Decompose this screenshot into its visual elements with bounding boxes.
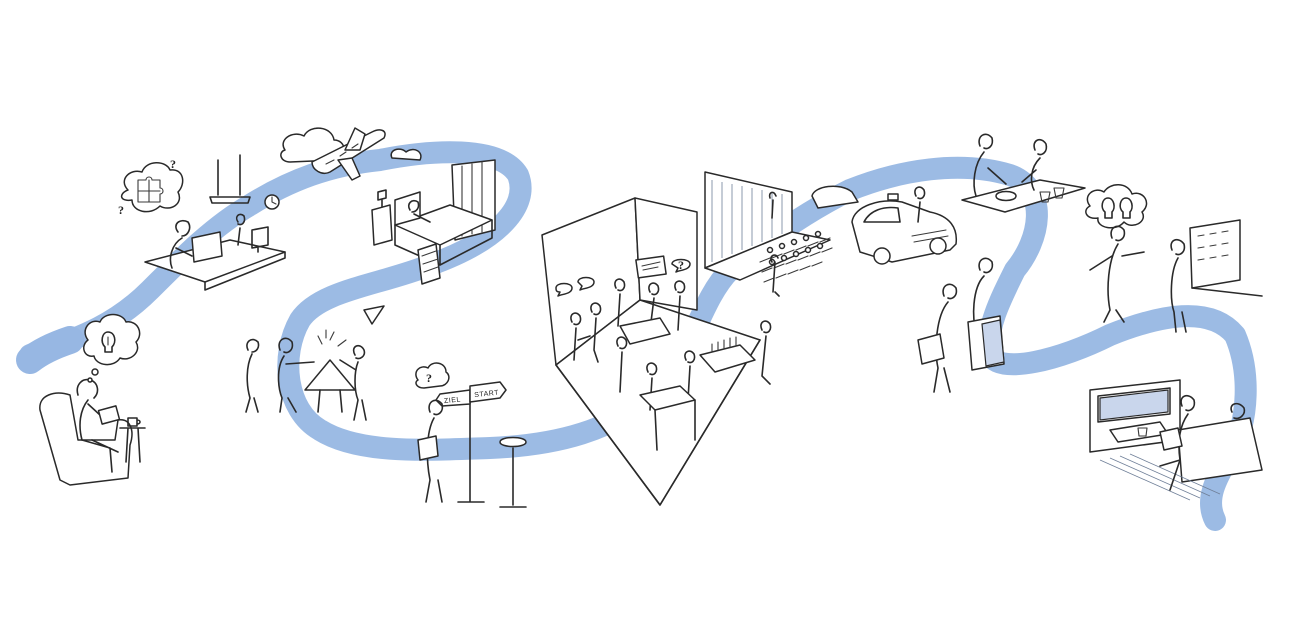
speaker: [768, 191, 777, 219]
office-worker: [169, 219, 193, 269]
ceiling-lamp: [209, 154, 251, 204]
thought-cloud-ideas-pair: [1085, 184, 1148, 229]
held-map: [417, 435, 439, 461]
coffee-cup: [127, 417, 141, 427]
computer-monitor: [191, 231, 223, 263]
venue-drinks-table: [699, 344, 756, 373]
taxi-windows: [863, 206, 901, 223]
man-gesturing: [1089, 225, 1145, 323]
lightbulb-icon: [101, 331, 116, 353]
suitcase: [417, 243, 441, 285]
taxi-roof-sign: [887, 193, 899, 201]
speech-bubble-3: [671, 258, 691, 273]
train-seat: [1177, 417, 1263, 483]
signpost-pole: [457, 394, 485, 503]
train-cup: [1137, 427, 1148, 437]
venue-back-wall: [634, 197, 698, 311]
scene-shopping: [917, 257, 1005, 393]
bag-tint: [981, 319, 1005, 367]
airplane-icon: [311, 127, 386, 181]
signpost-right-label: START: [474, 390, 500, 400]
side-table: [119, 427, 146, 463]
train-window-glass: [1099, 389, 1169, 421]
small-table: [304, 359, 356, 391]
signpost-left-arrow: [435, 389, 471, 407]
audience-rows: [759, 230, 833, 283]
venue-screen: [635, 255, 667, 279]
scene-armchair-reader: [39, 313, 146, 486]
scene-handshake-meeting: [245, 305, 385, 421]
question-mark-venue: ?: [678, 258, 684, 272]
question-mark-office-2: ?: [118, 203, 124, 217]
venue-bottles: [711, 336, 737, 353]
person-right: [339, 344, 367, 421]
venue-table-center: [619, 317, 671, 345]
signpost-right-arrow: [469, 381, 507, 403]
scene-signpost: ZIEL START ?: [415, 362, 527, 508]
monitor-small: [251, 226, 269, 253]
lightbulb-icon-pair: [1101, 197, 1133, 219]
speech-pennant: [363, 305, 385, 325]
guest-in-bed: [407, 199, 431, 223]
puzzle-icon: [137, 176, 164, 203]
standing-table: [499, 436, 527, 448]
colleague: [235, 213, 246, 246]
thought-cloud-question: [415, 362, 450, 389]
scene-idea-exchange: [1085, 184, 1263, 333]
taxi-passenger: [914, 186, 926, 223]
glass: [1039, 187, 1065, 203]
office-building: [1189, 219, 1241, 289]
scene-hotel-room: [371, 159, 496, 285]
woman-with-drink: [1170, 238, 1187, 333]
scene-conference-venue: ?: [541, 197, 772, 506]
stage-platform: [704, 231, 831, 281]
journey-river-start: [16, 326, 84, 374]
scene-stage-audience: [704, 171, 833, 297]
desk-lamp: [377, 189, 387, 208]
scene-taxi: [811, 185, 958, 265]
dinner-table: [961, 179, 1086, 213]
signpost-left-label: ZIEL: [444, 396, 461, 405]
scene-train-ride: [1089, 379, 1263, 501]
armchair: [39, 392, 133, 486]
shoulder-bag: [917, 333, 945, 365]
venue-attendees: [570, 278, 772, 411]
person-center: [277, 337, 315, 413]
car-distant: [811, 185, 859, 209]
nightstand: [371, 204, 393, 246]
cloud-right: [390, 148, 422, 161]
speech-bubble-2: [577, 276, 595, 291]
open-book: [97, 405, 121, 425]
train-passenger-back: [1230, 402, 1246, 420]
speech-bubble-1: [555, 282, 573, 297]
spark-lines: [317, 329, 347, 347]
question-mark-signpost: ?: [426, 371, 432, 385]
office-floor-line: [1191, 287, 1263, 297]
standing-listener: [770, 254, 780, 297]
scene-flight: [280, 127, 422, 181]
dinner-plate: [995, 190, 1017, 202]
question-mark-office: ?: [170, 157, 176, 171]
person-left: [245, 338, 260, 413]
scene-dinner: [961, 133, 1086, 213]
diner: [1021, 138, 1048, 191]
thought-cloud-puzzle: [120, 162, 184, 213]
laptop: [1159, 427, 1183, 451]
clock-icon: [264, 194, 280, 210]
waiter: [973, 133, 1007, 197]
scene-office-desk: ? ?: [118, 154, 286, 291]
thought-cloud-idea: [83, 313, 141, 366]
